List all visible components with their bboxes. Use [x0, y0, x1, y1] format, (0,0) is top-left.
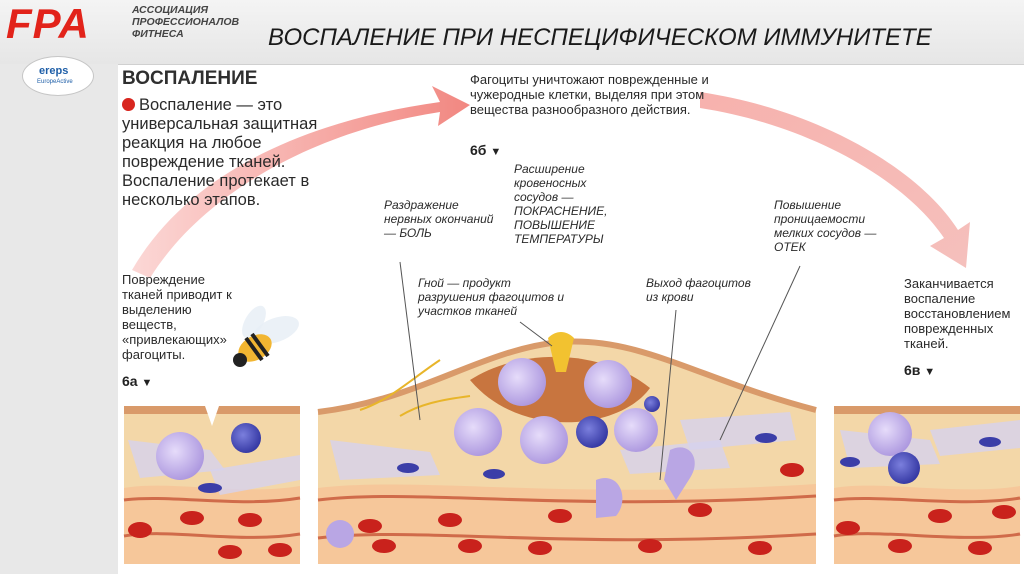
- stage-b-text: Фагоциты уничтожают поврежденные и чужер…: [470, 72, 709, 117]
- stage-a-caption: 6а ▼: [122, 373, 152, 389]
- leader-permeability: [719, 265, 801, 441]
- label-exit: Выход фагоцитов из крови: [646, 276, 751, 304]
- intro-body: Воспаление — это универсальная защитная …: [122, 96, 362, 210]
- bullet-dot: [122, 98, 135, 111]
- intro-heading: ВОСПАЛЕНИЕ: [122, 68, 258, 89]
- arrow-to-stage-c: [700, 92, 970, 268]
- stage-c-caption: 6в ▼: [904, 362, 935, 378]
- stage-b-caption: 6б ▼: [470, 142, 501, 158]
- label-vessels: Расширение кровеносных сосудов — ПОКРАСН…: [514, 162, 608, 246]
- org-line-3: ФИТНЕСА: [132, 28, 184, 40]
- marker-icon: ▼: [924, 366, 936, 378]
- fpa-logo: FPA: [6, 0, 90, 47]
- label-permeability: Повышение проницаемости мелких сосудов —…: [774, 198, 877, 254]
- leader-exit: [659, 309, 677, 481]
- leader-nerve: [399, 261, 421, 421]
- org-line-2: ПРОФЕССИОНАЛОВ: [132, 16, 240, 28]
- bee-illustration: [233, 305, 299, 367]
- ereps-badge: ereps EuropeActive: [22, 56, 94, 96]
- stage-c-text: Заканчивается воспаление восстановлением…: [904, 276, 1011, 351]
- intro-text: Воспаление — это универсальная защитная …: [122, 96, 318, 209]
- label-pus: Гной — продукт разрушения фагоцитов и уч…: [418, 276, 565, 318]
- stage-a-text: Повреждение тканей приводит к выделению …: [122, 272, 232, 362]
- label-nerve: Раздражение нервных окончаний — БОЛЬ: [384, 198, 494, 240]
- org-line-1: АССОЦИАЦИЯ: [132, 4, 209, 16]
- badge-sub: EuropeActive: [37, 79, 73, 85]
- arrow-to-stage-b: [132, 86, 470, 278]
- left-rail: [0, 64, 118, 574]
- header-bar: [0, 0, 1024, 65]
- tissue-panel-b: [317, 332, 817, 564]
- page-title: ВОСПАЛЕНИЕ ПРИ НЕСПЕЦИФИЧЕСКОМ ИММУНИТЕТ…: [268, 24, 932, 51]
- stage-b-label: 6б: [470, 142, 487, 158]
- stage-a-label: 6а: [122, 373, 138, 389]
- leader-pus: [519, 321, 553, 347]
- marker-icon: ▼: [490, 146, 502, 158]
- org-name: АССОЦИАЦИЯ ПРОФЕССИОНАЛОВ ФИТНЕСА: [132, 4, 282, 40]
- tissue-panel-c: [833, 406, 1021, 564]
- marker-icon: ▼: [141, 377, 153, 389]
- tissue-panel-a: [123, 406, 301, 564]
- stage-c-label: 6в: [904, 362, 921, 378]
- badge-main: ereps: [39, 65, 69, 77]
